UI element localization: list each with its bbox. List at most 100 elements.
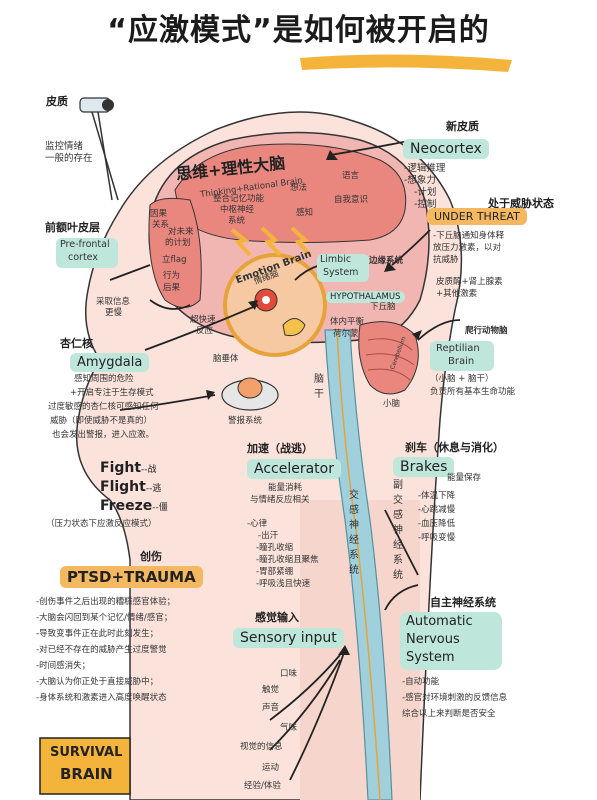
- ans-item-1: -自动功能: [402, 677, 440, 687]
- parasympathetic-label: 副交感神经系统: [393, 480, 403, 581]
- prefrontal-inner-7: 后果: [163, 283, 181, 293]
- title-underline: [300, 54, 512, 72]
- accelerator-en: Accelerator: [247, 459, 341, 479]
- under-threat-item-2: 放压力激素，以对: [433, 243, 502, 253]
- neocortex-item-2: -想象力: [404, 175, 436, 186]
- limbic-cn: 边缘系统: [369, 256, 404, 266]
- sensory-cn: 感觉输入: [255, 611, 299, 624]
- ptsd-item-5: -时间感消失；: [36, 661, 91, 671]
- amygdala-line-4: 威胁（即使威胁不是真的）: [50, 416, 153, 426]
- spinal-cord: [324, 329, 393, 800]
- accelerator-item-2: -出汗: [258, 531, 279, 541]
- fight-en: Fight: [100, 460, 142, 476]
- hypothalamus-shape: [282, 318, 306, 336]
- limbic-en-2: System: [323, 267, 359, 278]
- prefrontal-en-1: Pre-frontal: [60, 239, 110, 250]
- prefrontal-en-2: cortex: [68, 252, 98, 263]
- prefrontal-cn: 前额叶皮层: [45, 221, 100, 234]
- hypothalamus-en: HYPOTHALAMUS: [326, 291, 405, 303]
- flight-label: Flight--逃: [100, 479, 161, 495]
- ptsd-cn: 创伤: [140, 550, 162, 563]
- reptilian-sub: （小脑 + 脑干）: [430, 374, 494, 384]
- under-threat-item-1: -下丘脑通知身体释: [433, 231, 505, 241]
- ans-en-1: Automatic: [406, 614, 473, 629]
- limbic-en-1: Limbic: [320, 254, 352, 265]
- accelerator-item-5: -胃部紧绷: [256, 567, 294, 577]
- ans-item-2: -感官对环境刺激的反馈信息: [402, 693, 508, 703]
- accelerator-cn: 加速（战逃）: [247, 442, 313, 455]
- neocortex-item-3: -计划: [414, 187, 437, 198]
- reptilian-en-box: Reptilian Brain: [430, 341, 494, 371]
- ptsd-en: PTSD+TRAUMA: [60, 566, 203, 588]
- thinking-inner-1: 整合记忆功能: [213, 194, 265, 204]
- brakes-line-1: 能量保存: [447, 473, 482, 483]
- prefrontal-note-1: 采取信息: [96, 297, 131, 307]
- amygdala-cn: 杏仁核: [60, 337, 93, 350]
- pituitary-label: 脑垂体: [213, 354, 239, 364]
- under-threat-item-3: 抗威胁: [433, 255, 459, 265]
- hypothalamus-cn: 下丘脑: [370, 302, 396, 312]
- brakes-en: Brakes: [393, 457, 455, 477]
- thinking-inner-4: 想法: [290, 183, 308, 193]
- amygdala-line-2: +开启专注于生存模式: [70, 388, 154, 398]
- brakes-item-2: -心跳减慢: [418, 505, 456, 515]
- accelerator-item-1: -心律: [247, 519, 268, 529]
- reptilian-desc: 负责所有基本生命功能: [430, 387, 516, 397]
- sensory-item-5: 视觉的信息: [240, 742, 283, 752]
- reptilian-en-1: Reptilian: [436, 343, 480, 354]
- accelerator-item-4: -瞳孔收缩且聚焦: [256, 555, 319, 565]
- sensory-item-4: 气味: [280, 723, 298, 733]
- prefrontal-inner-4: 的计划: [165, 238, 191, 248]
- prefrontal-inner-3: 对未来: [168, 227, 194, 237]
- neocortex-en: Neocortex: [403, 139, 489, 159]
- sympathetic-label: 交感神经系统: [349, 490, 359, 576]
- under-threat-en: UNDER THREAT: [427, 208, 527, 225]
- cortex-desc-2: 一般的存在: [45, 153, 93, 164]
- ptsd-item-7: -身体系统和激素进入高度唤醒状态: [36, 693, 167, 703]
- cortex-label: 皮质: [46, 95, 68, 108]
- thinking-inner-7: 感知: [296, 208, 314, 218]
- amygdala-line-3: 过度敏感的杏仁核可感知任何: [48, 402, 159, 412]
- freeze-label: Freeze--僵: [100, 498, 168, 514]
- badge-line-2: BRAIN: [60, 765, 113, 783]
- prefrontal-inner-6: 行为: [163, 271, 181, 281]
- sensory-item-2: 触觉: [262, 685, 280, 695]
- amygdala-line-1: 感知周围的危险: [74, 374, 134, 384]
- reptilian-cn: 爬行动物脑: [465, 326, 508, 336]
- fast-response-1: 超快速: [190, 315, 216, 325]
- brakes-cn: 刹车（休息与消化）: [405, 441, 504, 454]
- sensory-item-3: 声音: [262, 703, 280, 713]
- limbic-box: Limbic System: [317, 254, 369, 282]
- lightning-icon: [230, 228, 252, 257]
- badge-line-1: SURVIVAL: [50, 745, 123, 760]
- ans-cn: 自主神经系统: [430, 596, 496, 609]
- thinking-inner-5: 语言: [342, 171, 360, 181]
- neocortex-item-4: -控制: [414, 199, 437, 210]
- ptsd-item-3: -导致变事件正在此时此刻发生；: [36, 629, 159, 639]
- freeze-en: Freeze: [100, 498, 153, 514]
- accelerator-item-3: -瞳孔收缩: [256, 543, 294, 553]
- prefrontal-en-box: Pre-frontal cortex: [56, 238, 118, 268]
- accelerator-line-1: 能量消耗: [268, 483, 303, 493]
- under-threat-item-4: 皮质醇+肾上腺素: [436, 277, 503, 287]
- fast-response-2: 反应: [196, 326, 214, 336]
- ans-item-3: 综合以上来判断是否安全: [402, 709, 496, 719]
- badge-frame: [39, 737, 131, 795]
- prefrontal-note-2: 更慢: [105, 308, 123, 318]
- alarm-system-label: 警报系统: [228, 416, 263, 426]
- ptsd-item-2: -大脑会闪回到某个记忆/情绪/感官；: [36, 613, 173, 623]
- freeze-cn: --僵: [152, 503, 168, 513]
- accelerator-line-2: 与情绪反应相关: [250, 495, 310, 505]
- thinking-inner-6: 自我意识: [334, 195, 369, 205]
- prefrontal-region: [148, 197, 202, 308]
- ptsd-item-1: -创伤事件之后出现的糟糕感官体验；: [36, 597, 176, 607]
- homeostasis-2: 荷尔蒙: [333, 329, 359, 339]
- neocortex-cn: 新皮质: [446, 120, 479, 133]
- accelerator-item-6: -呼吸浅且快速: [256, 579, 311, 589]
- sensory-item-7: 经验/体验: [244, 781, 281, 791]
- brakes-item-3: -血压降低: [418, 519, 456, 529]
- ans-en-2: Nervous: [406, 632, 460, 647]
- under-threat-cn: 处于威胁状态: [488, 197, 554, 210]
- brakes-item-1: -体温下降: [418, 491, 456, 501]
